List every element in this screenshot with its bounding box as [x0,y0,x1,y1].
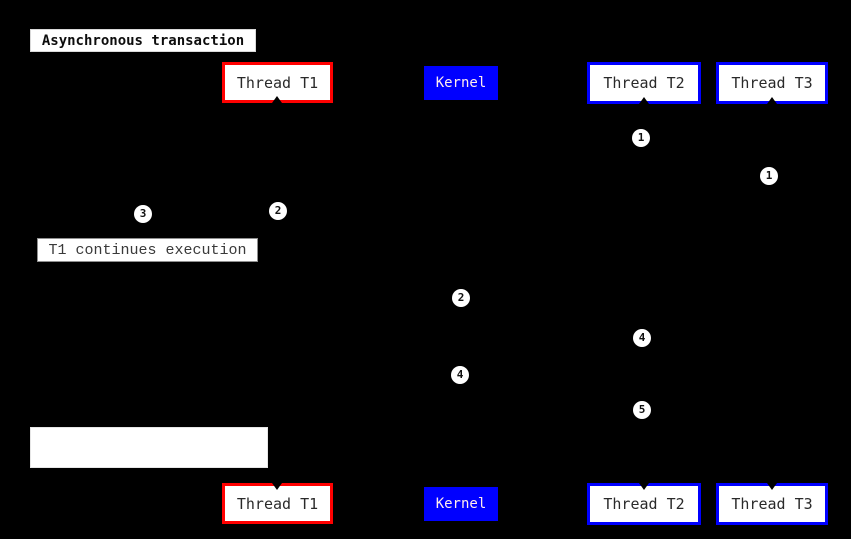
arrowhead-down-icon [639,483,649,490]
step-marker: 1 [632,129,650,147]
participant-label: Thread T1 [236,494,319,513]
step-marker: 3 [134,205,152,223]
participant-label: Kernel [435,496,487,512]
participant-thread-t3-bottom: Thread T3 [716,483,828,525]
participant-label: Thread T3 [731,495,813,513]
diagram-title: Asynchronous transaction [30,29,256,52]
participant-kernel-top: Kernel [424,66,498,100]
arrowhead-down-icon [767,483,777,490]
participant-label: Thread T1 [236,73,319,92]
arrowhead-down-icon [272,483,282,490]
step-marker: 2 [269,202,287,220]
note-t1-continues: T1 continues execution [37,238,258,262]
participant-label: Thread T2 [603,74,685,92]
step-marker: 4 [451,366,469,384]
step-marker: 2 [452,289,470,307]
step-marker: 1 [760,167,778,185]
participant-label: Thread T2 [603,495,685,513]
participant-kernel-bottom: Kernel [424,487,498,521]
participant-label: Thread T3 [731,74,813,92]
participant-thread-t2-bottom: Thread T2 [587,483,701,525]
arrowhead-up-icon [767,97,777,104]
step-marker: 4 [633,329,651,347]
note-blank [30,427,268,468]
arrowhead-up-icon [639,97,649,104]
arrowhead-up-icon [272,96,282,103]
participant-label: Kernel [435,75,487,91]
step-marker: 5 [633,401,651,419]
